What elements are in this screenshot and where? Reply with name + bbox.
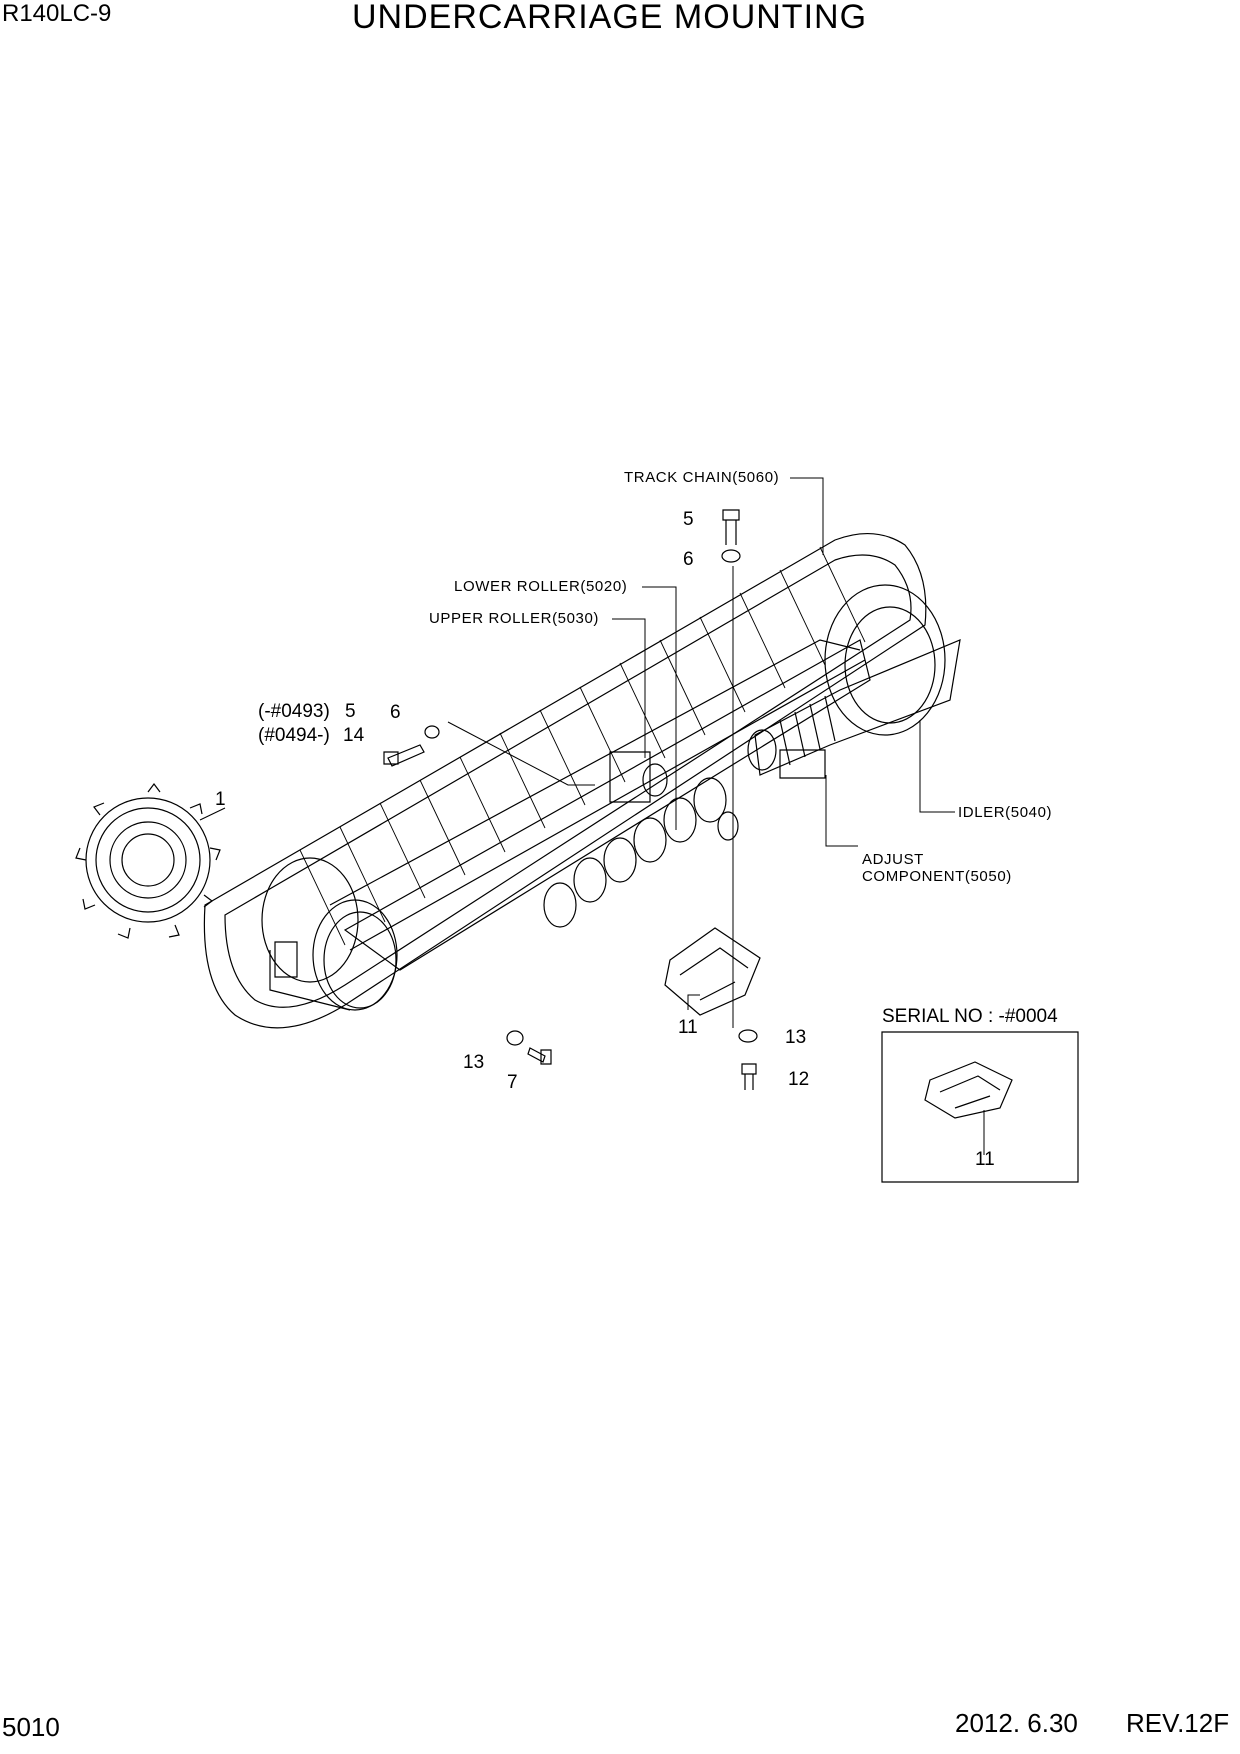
part-number-14-left: 14 bbox=[343, 725, 365, 746]
revision-code: REV.12F bbox=[1126, 1708, 1230, 1738]
inset-box bbox=[882, 1032, 1078, 1182]
inset-title: SERIAL NO : -#0004 bbox=[882, 1006, 1058, 1027]
model-code: R140LC-9 bbox=[2, 0, 112, 27]
part-number-6-left: 6 bbox=[390, 702, 401, 723]
track-frame bbox=[345, 640, 870, 970]
part-number-5-left: 5 bbox=[345, 701, 356, 722]
sprocket-drawing bbox=[76, 784, 220, 938]
track-chain-outline bbox=[204, 534, 925, 1028]
lower-rollers-drawing bbox=[544, 778, 738, 927]
part-number-13-right: 13 bbox=[785, 1027, 807, 1048]
part-number-6-top: 6 bbox=[683, 549, 694, 570]
page-title: UNDERCARRIAGE MOUNTING bbox=[352, 0, 868, 36]
adjust-label-line1: ADJUST bbox=[862, 851, 924, 868]
revision-date: 2012. 6.30 bbox=[955, 1708, 1078, 1738]
page-number: 5010 bbox=[2, 1712, 60, 1742]
leader-lines bbox=[200, 478, 984, 1155]
serial-range-a-label: (-#0493) bbox=[258, 701, 330, 722]
part-number-11-main: 11 bbox=[678, 1017, 698, 1038]
travel-motor-drawing bbox=[262, 858, 397, 1010]
part-number-7: 7 bbox=[507, 1072, 518, 1093]
upper-roller-drawing bbox=[610, 752, 667, 802]
lower-roller-label: LOWER ROLLER(5020) bbox=[454, 578, 628, 595]
idler-label: IDLER(5040) bbox=[958, 804, 1053, 821]
part-number-12: 12 bbox=[788, 1069, 810, 1090]
adjust-component-drawing bbox=[748, 640, 960, 778]
part-number-1: 1 bbox=[215, 789, 226, 810]
idler-drawing bbox=[825, 585, 945, 735]
track-chain-inner bbox=[225, 555, 911, 1007]
adjust-label-line2: COMPONENT(5050) bbox=[862, 868, 1012, 885]
part-number-11-inset: 11 bbox=[975, 1149, 995, 1170]
serial-range-b-label: (#0494-) bbox=[258, 725, 330, 746]
part-number-13-left: 13 bbox=[463, 1052, 485, 1073]
upper-roller-label: UPPER ROLLER(5030) bbox=[429, 610, 600, 627]
hardware-drawing bbox=[384, 510, 757, 1090]
track-guard-drawing bbox=[665, 928, 760, 1015]
track-chain-label: TRACK CHAIN(5060) bbox=[624, 469, 780, 486]
inset-track-guard-drawing bbox=[925, 1062, 1012, 1118]
track-shoes bbox=[300, 547, 865, 945]
part-number-5-top: 5 bbox=[683, 509, 694, 530]
